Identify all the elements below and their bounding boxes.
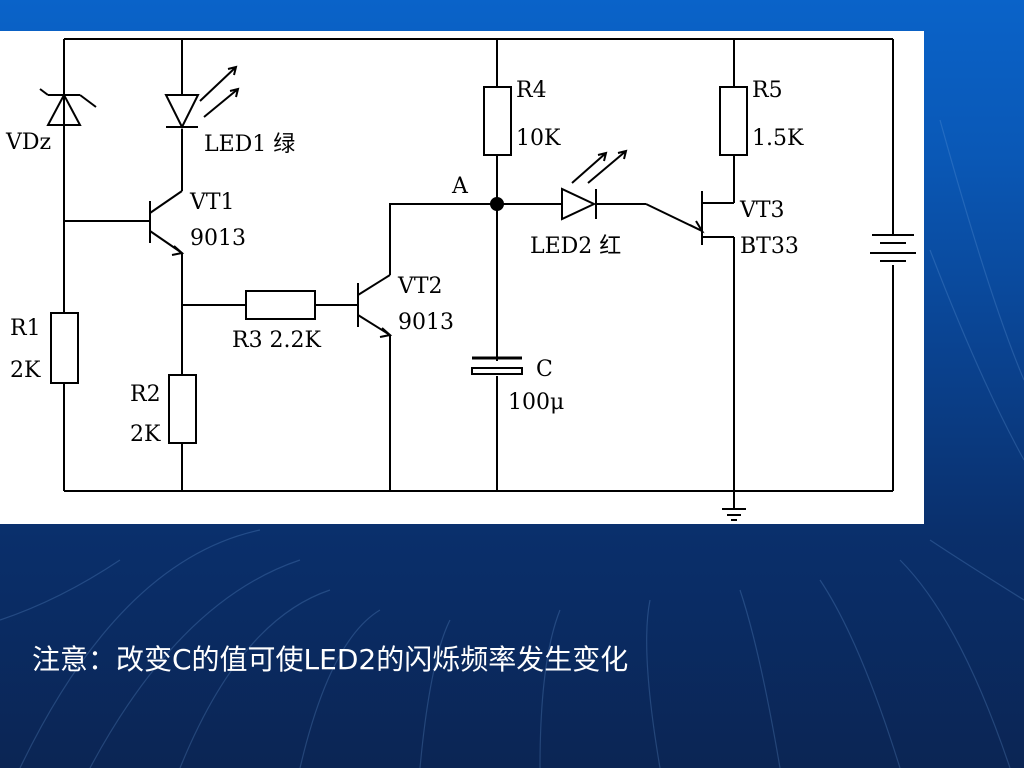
led1-symbol	[164, 94, 200, 130]
label-led2: LED2 红	[530, 234, 621, 259]
vt3-emitter-wire	[645, 203, 705, 234]
label-r4: R4	[516, 78, 547, 103]
label-r2-value: 2K	[130, 422, 161, 447]
label-r5: R5	[752, 78, 783, 103]
label-vt3-model: BT33	[740, 234, 799, 259]
resistor-r3-symbol	[245, 290, 316, 320]
label-r5-value: 1.5K	[752, 126, 804, 151]
battery-symbol	[870, 234, 916, 262]
label-vt3: VT3	[739, 198, 785, 223]
label-r4-value: 10K	[516, 126, 561, 151]
transistor-vt3-symbol	[701, 191, 734, 245]
label-vt2: VT2	[397, 274, 443, 299]
label-r1: R1	[10, 316, 41, 341]
label-node-a: A	[451, 174, 469, 199]
led1-light-arrows	[199, 65, 240, 118]
capacitor-c-plate-bottom	[471, 367, 523, 375]
resistor-r4-symbol	[483, 86, 512, 156]
label-vt1: VT1	[189, 190, 235, 215]
transistor-vt1-symbol	[149, 190, 185, 256]
circuit-schematic: VDz LED1 绿 VT1 9013 R1 2K R2 2K R3 2.2K …	[5, 38, 916, 521]
resistor-r2-symbol	[168, 374, 197, 444]
vt2-collector-wire	[389, 203, 497, 275]
label-c: C	[536, 357, 553, 382]
label-r1-value: 2K	[10, 358, 41, 383]
label-r2: R2	[130, 382, 161, 407]
label-led1: LED1 绿	[204, 132, 295, 157]
label-vt1-model: 9013	[190, 226, 246, 251]
circuit-diagram-panel: VDz LED1 绿 VT1 9013 R1 2K R2 2K R3 2.2K …	[0, 31, 924, 524]
resistor-r1-symbol	[50, 312, 79, 384]
label-vdz: VDz	[5, 130, 51, 155]
label-vt2-model: 9013	[398, 310, 454, 335]
transistor-vt2-symbol	[357, 274, 393, 338]
ground-symbol	[722, 508, 746, 521]
led2-symbol	[561, 187, 597, 221]
zener-diode-vdz-symbol	[39, 88, 97, 126]
label-c-value: 100μ	[508, 390, 564, 415]
led2-light-arrows	[571, 149, 628, 184]
label-r3: R3 2.2K	[232, 328, 322, 353]
slide-caption: 注意：改变C的值可使LED2的闪烁频率发生变化	[32, 643, 629, 676]
resistor-r5-symbol	[719, 86, 748, 156]
